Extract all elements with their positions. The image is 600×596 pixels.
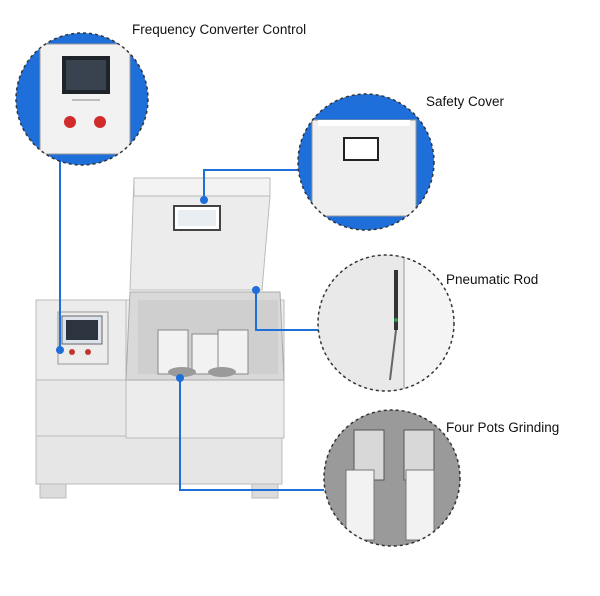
label-pneumatic-rod: Pneumatic Rod: [446, 272, 539, 287]
label-safety-cover: Safety Cover: [426, 94, 505, 109]
callout-four-pots-image: [323, 409, 461, 547]
callout-pneumatic-rod-image: [317, 254, 455, 392]
grinding-pots: [157, 329, 249, 377]
grinding-machine: [35, 177, 285, 499]
callout-frequency-converter-image: [15, 32, 149, 166]
callout-connectors: [56, 160, 324, 491]
callout-safety-cover-image: [297, 93, 435, 231]
label-frequency-converter: Frequency Converter Control: [132, 22, 307, 37]
label-four-pots-grinding: Four Pots Grinding: [446, 420, 560, 435]
